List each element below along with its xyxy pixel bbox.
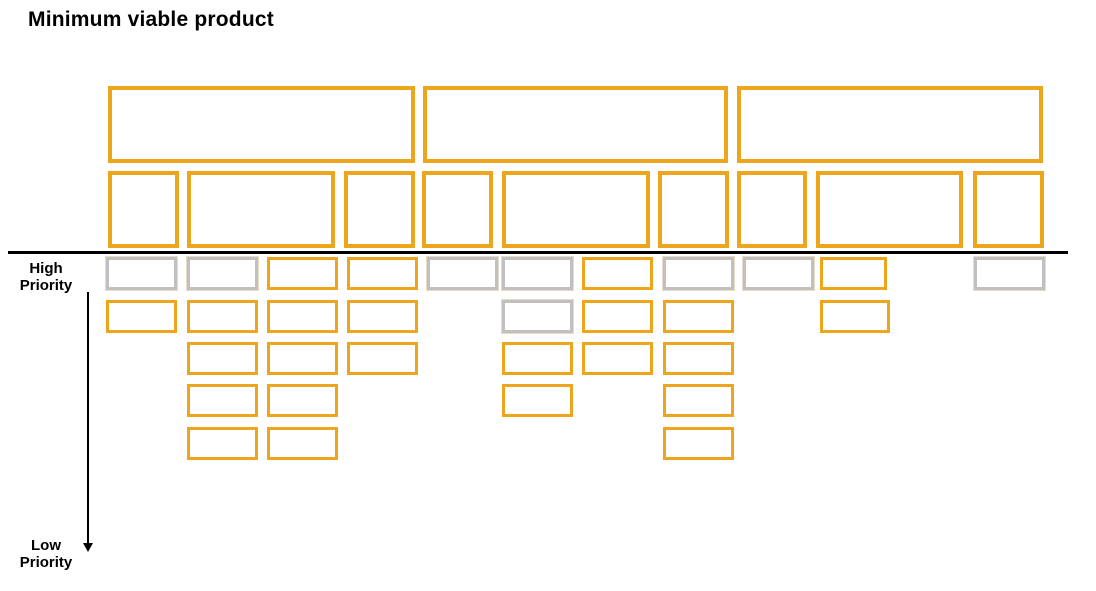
story-row-1-box xyxy=(501,256,574,291)
epic-row-box xyxy=(108,86,415,163)
low-priority-label-line1: Low xyxy=(31,537,61,554)
story-row-1-box xyxy=(105,256,178,291)
story-row-3-box xyxy=(267,342,338,375)
priority-axis-arrowhead-icon xyxy=(83,543,93,552)
story-row-5-box xyxy=(267,427,338,460)
priority-axis-arrow-line xyxy=(87,292,89,544)
story-row-3-box xyxy=(347,342,418,375)
story-row-3-box xyxy=(502,342,573,375)
feature-row-box xyxy=(108,171,179,248)
feature-row-box xyxy=(816,171,963,248)
story-row-2-box xyxy=(501,299,574,334)
story-row-2-box xyxy=(267,300,338,333)
feature-row-box xyxy=(658,171,729,248)
high-priority-label-line1: High xyxy=(29,260,63,277)
story-row-2-box xyxy=(820,300,890,333)
story-row-1-box xyxy=(820,257,887,290)
story-row-1-box xyxy=(347,257,418,290)
feature-row-box xyxy=(502,171,650,248)
story-row-1-box xyxy=(662,256,735,291)
epic-row-box xyxy=(737,86,1043,163)
story-row-2-box xyxy=(347,300,418,333)
high-priority-label: High Priority xyxy=(4,260,88,294)
feature-row-box xyxy=(973,171,1044,248)
story-row-2-box xyxy=(582,300,653,333)
page-title: Minimum viable product xyxy=(28,8,274,31)
story-row-4-box xyxy=(663,384,734,417)
low-priority-label-line2: Priority xyxy=(19,554,73,571)
story-row-1-box xyxy=(267,257,338,290)
story-row-3-box xyxy=(663,342,734,375)
feature-row-box xyxy=(344,171,415,248)
story-row-2-box xyxy=(663,300,734,333)
feature-row-box xyxy=(422,171,493,248)
story-row-5-box xyxy=(663,427,734,460)
feature-row-box xyxy=(737,171,807,248)
feature-row-box xyxy=(187,171,335,248)
priority-divider-line xyxy=(8,251,1068,254)
story-row-4-box xyxy=(267,384,338,417)
story-row-1-box xyxy=(426,256,499,291)
story-row-4-box xyxy=(187,384,258,417)
story-row-5-box xyxy=(187,427,258,460)
low-priority-label: Low Priority xyxy=(4,537,88,571)
story-row-2-box xyxy=(187,300,258,333)
high-priority-label-line2: Priority xyxy=(19,277,73,294)
story-row-1-box xyxy=(186,256,259,291)
story-row-1-box xyxy=(742,256,815,291)
story-row-4-box xyxy=(502,384,573,417)
epic-row-box xyxy=(423,86,728,163)
story-row-3-box xyxy=(582,342,653,375)
story-row-1-box xyxy=(582,257,653,290)
story-row-3-box xyxy=(187,342,258,375)
story-row-1-box xyxy=(973,256,1046,291)
story-row-2-box xyxy=(106,300,177,333)
